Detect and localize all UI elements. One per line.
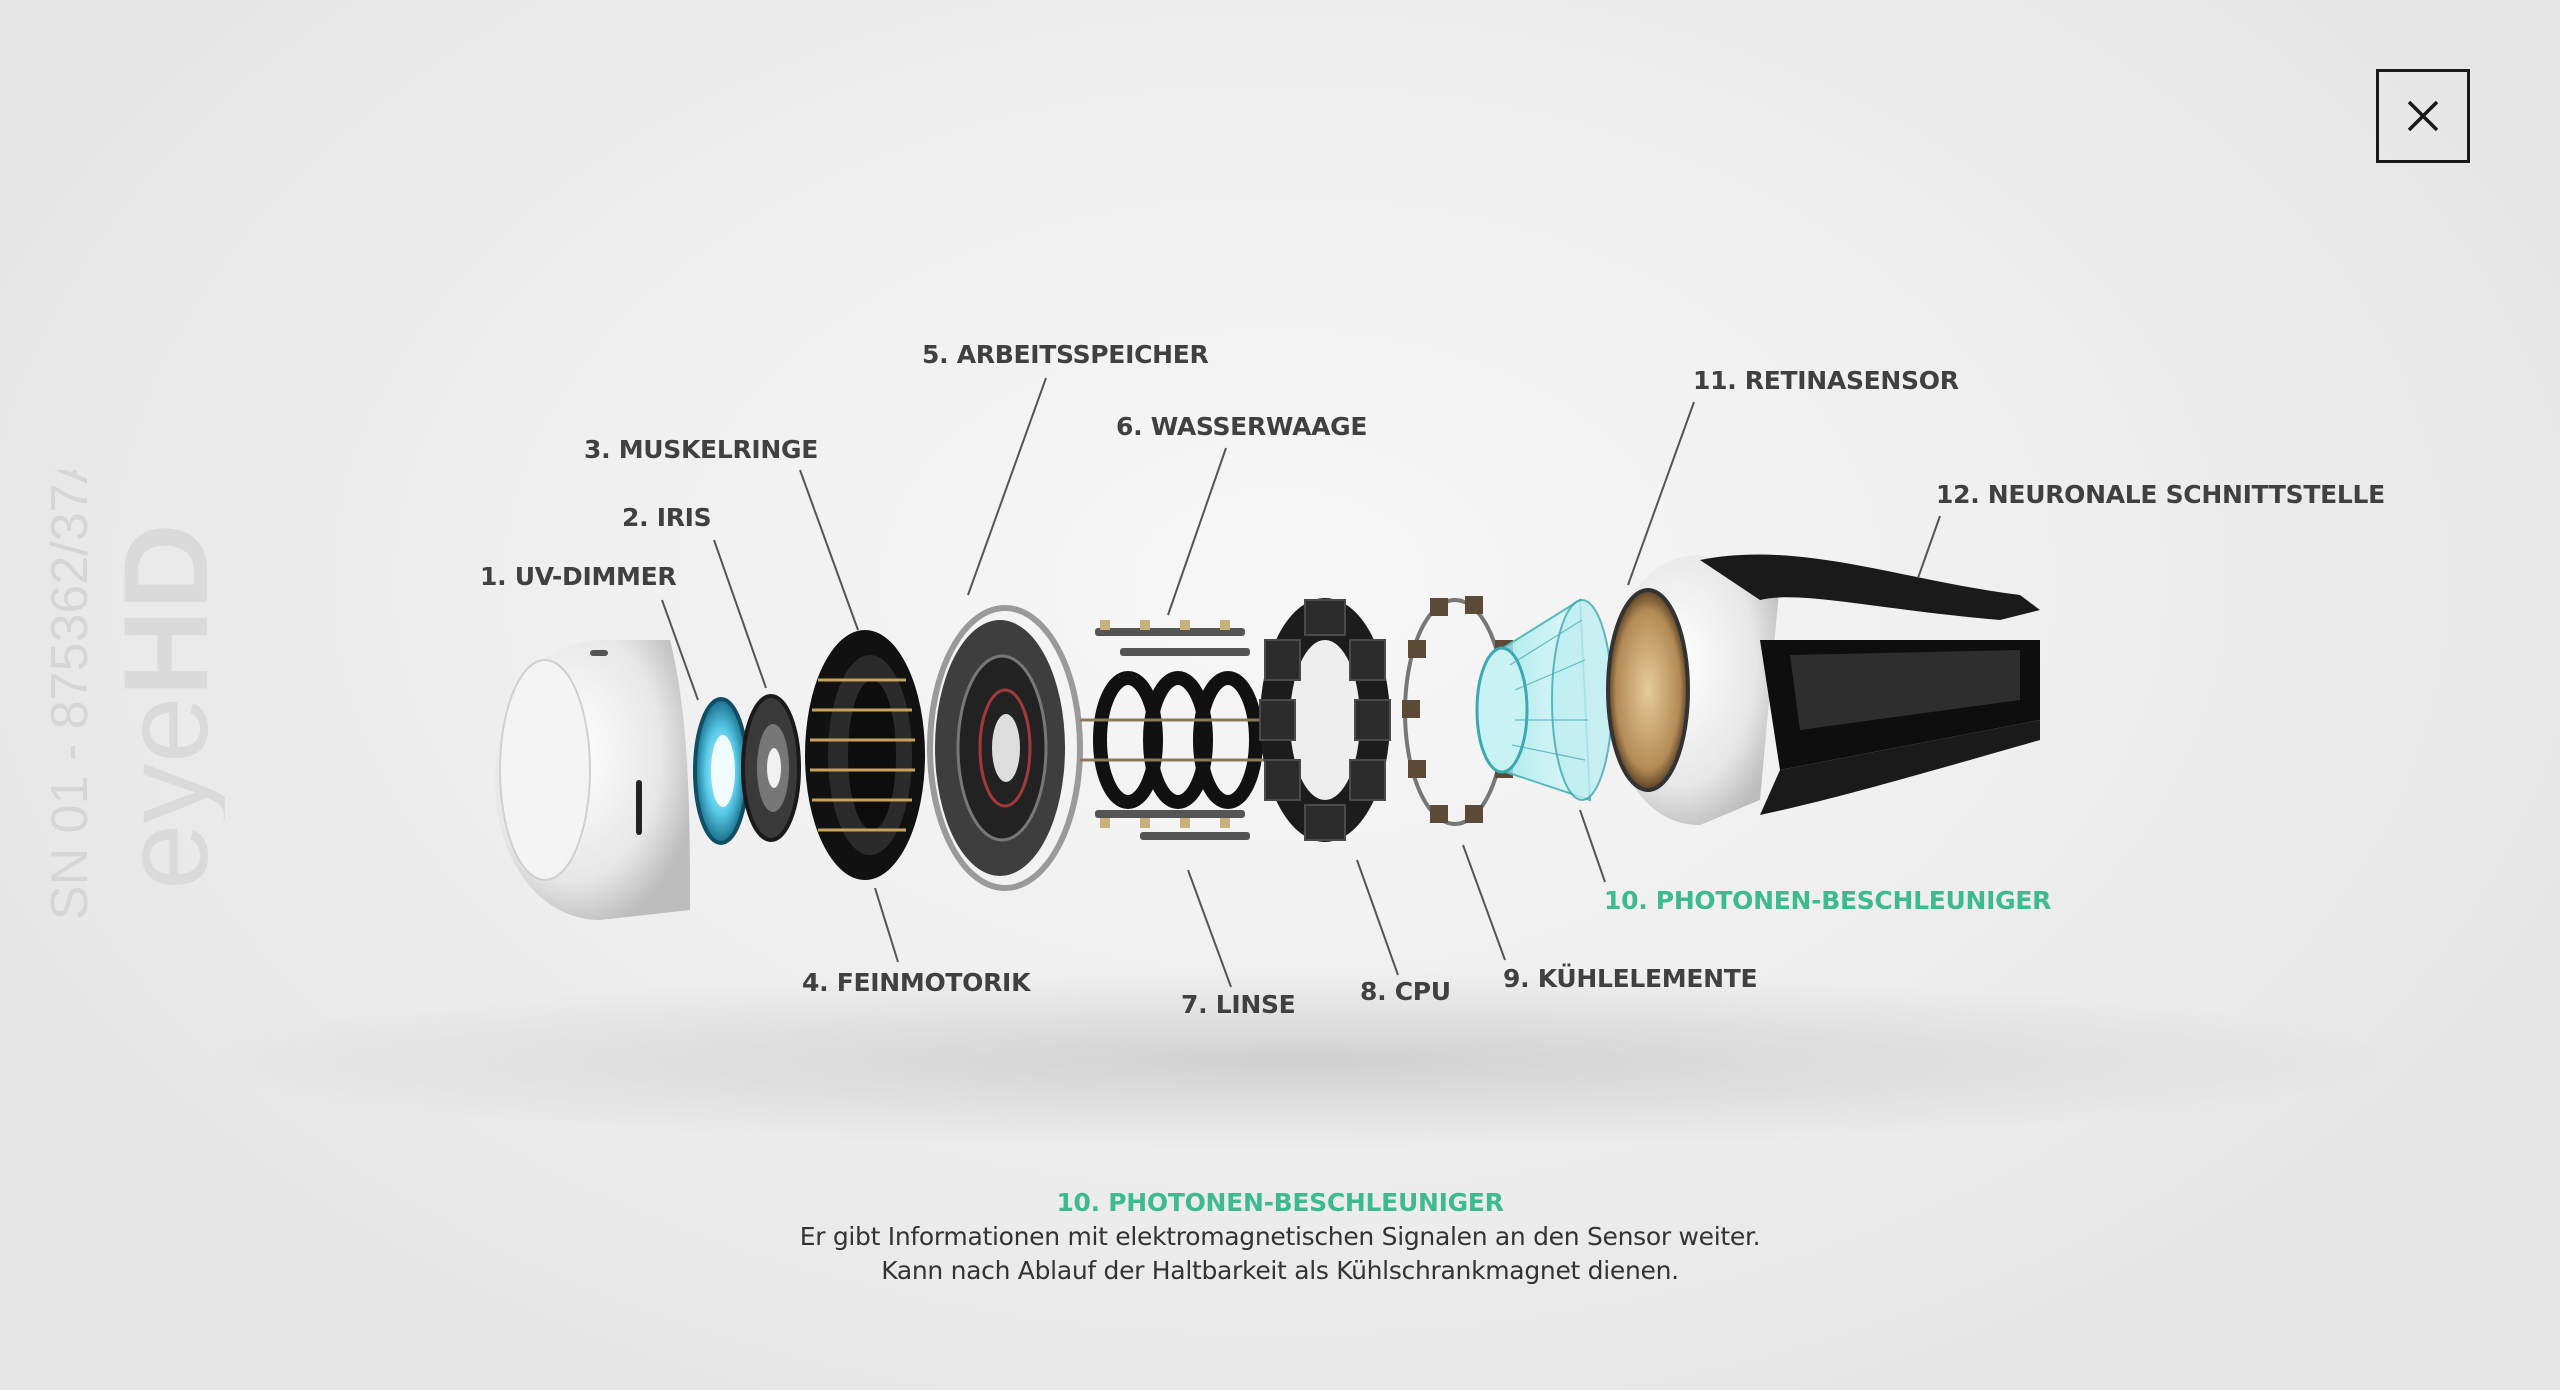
part-label-uv-dimmer[interactable]: 1. UV-DIMMER: [480, 562, 677, 591]
part-label-photonen-beschleuniger[interactable]: 10. PHOTONEN-BESCHLEUNIGER: [1604, 886, 2052, 915]
brand-logo: eyeHD: [99, 523, 225, 890]
part-label-neuronale-schnittstelle[interactable]: 12. NEURONALE SCHNITTSTELLE: [1936, 480, 2385, 509]
part-label-retinasensor[interactable]: 11. RETINASENSOR: [1693, 366, 1959, 395]
close-icon: [2407, 100, 2439, 132]
part-label-wasserwaage[interactable]: 6. WASSERWAAGE: [1116, 412, 1368, 441]
part-description-line-1: Er gibt Informationen mit elektromagneti…: [799, 1222, 1761, 1251]
leader-lines: [661, 377, 1941, 988]
device-brand: SN 01 - 875362/37A eyeHD: [41, 470, 225, 920]
part-label-kuehlelemente[interactable]: 9. KÜHLELEMENTE: [1503, 964, 1758, 993]
close-button[interactable]: [2376, 69, 2470, 163]
svg-text:eyeHD: eyeHD: [99, 523, 225, 890]
serial-number: SN 01 - 875362/37A: [41, 470, 99, 920]
part-label-arbeitsspeicher[interactable]: 5. ARBEITSSPEICHER: [922, 340, 1209, 369]
cpu-part: [1259, 598, 1391, 842]
part-description: 10. PHOTONEN-BESCHLEUNIGER Er gibt Infor…: [0, 1186, 2560, 1288]
part-description-title: 10. PHOTONEN-BESCHLEUNIGER: [1056, 1188, 1504, 1217]
part-description-line-2: Kann nach Ablauf der Haltbarkeit als Küh…: [881, 1256, 1679, 1285]
muskelringe-feinmotorik-part: [805, 630, 925, 880]
part-label-cpu[interactable]: 8. CPU: [1360, 977, 1451, 1006]
uv-dimmer-ring: [693, 697, 749, 845]
part-label-iris[interactable]: 2. IRIS: [622, 503, 712, 532]
arbeitsspeicher-part: [927, 605, 1083, 891]
neuronale-schnittstelle-part: [1700, 554, 2040, 815]
iris-part: [741, 694, 801, 842]
uv-dimmer-shell: [495, 640, 690, 920]
retinasensor-part: [1606, 555, 1780, 825]
part-label-feinmotorik[interactable]: 4. FEINMOTORIK: [802, 968, 1031, 997]
linse-wasserwaage-part: [1080, 620, 1265, 840]
part-label-linse[interactable]: 7. LINSE: [1181, 990, 1296, 1019]
part-label-muskelringe[interactable]: 3. MUSKELRINGE: [584, 435, 819, 464]
photonen-beschleuniger-part: [1475, 598, 1613, 802]
